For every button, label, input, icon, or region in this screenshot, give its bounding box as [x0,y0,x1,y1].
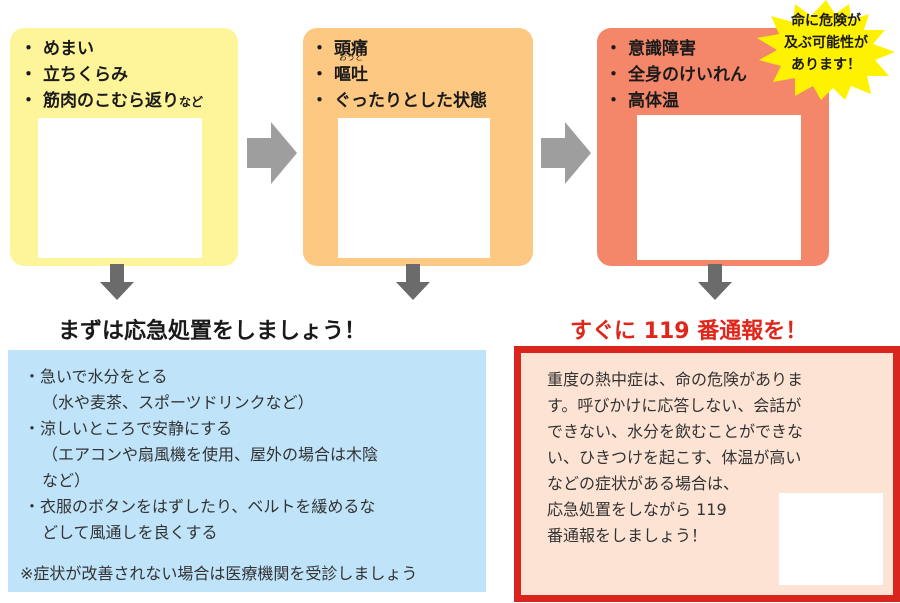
starburst-icon [757,0,895,100]
right-arrow-icon [247,122,297,184]
stage-1-illustration [38,118,202,258]
stage-1-symptom-list: ・めまい ・立ちくらみ ・筋肉のこむら返りなど [20,36,203,115]
first-aid-subitem: （エアコンや扇風機を使用、屋外の場合は木陰 [42,445,379,464]
furigana: おうと [339,53,363,62]
first-aid-box: ・急いで水分をとる （水や麦茶、スポーツドリンクなど） ・涼しいところで安静にす… [8,350,486,592]
first-aid-item: ・衣服のボタンをはずしたり、ベルトを緩めるな [24,497,376,516]
danger-badge: 命に危険が 及ぶ可能性が あります！ [755,0,897,100]
stage-1-item: ・筋肉のこむら返りなど [20,91,204,111]
first-aid-list: ・急いで水分をとる （水や麦茶、スポーツドリンクなど） ・涼しいところで安静にす… [24,364,378,546]
stage-2-item: ・ぐったりとした状態 [311,91,487,111]
down-arrow-icon [698,264,732,300]
danger-badge-text: 命に危険が 及ぶ可能性が あります！ [784,13,868,73]
first-aid-subitem: など） [42,471,91,490]
stage-2-symptom-list: ・頭痛 ・おうと嘔吐 ・ぐったりとした状態 [311,36,487,114]
emergency-illustration [779,493,883,585]
stage-1-item: ・めまい [20,39,94,59]
stage-1-item: ・立ちくらみ [20,65,128,85]
right-arrow-icon [541,122,591,184]
stage-2-item: ・頭痛 [311,39,368,59]
stage-3-symptom-list: ・意識障害 ・全身のけいれん ・高体温 [605,36,747,114]
stage-2-box: ・頭痛 ・おうと嘔吐 ・ぐったりとした状態 [303,28,533,266]
stage-3-item: ・全身のけいれん [605,65,747,85]
first-aid-note: ※症状が改善されない場合は医療機関を受診しましょう [20,564,418,583]
first-aid-item: ・涼しいところで安静にする [24,419,233,438]
first-aid-subitem: どして風通しを良くする [42,523,218,542]
down-arrow-icon [100,264,134,300]
first-aid-heading: まずは応急処置をしましょう！ [58,319,367,344]
stage-3-item: ・高体温 [605,91,679,111]
first-aid-item: ・急いで水分をとる [24,367,168,386]
stage-1-box: ・めまい ・立ちくらみ ・筋肉のこむら返りなど [10,28,238,266]
stage-2-item: ・おうと嘔吐 [311,53,368,85]
first-aid-subitem: （水や麦茶、スポーツドリンクなど） [42,393,314,412]
stage-3-item: ・意識障害 [605,39,696,59]
emergency-box: 重度の熱中症は、命の危険がありま す。呼びかけに応答しない、会話が できない、水… [514,346,900,602]
down-arrow-icon [396,264,430,300]
emergency-text: 重度の熱中症は、命の危険がありま す。呼びかけに応答しない、会話が できない、水… [547,370,804,545]
stage-3-illustration [637,115,801,260]
emergency-heading: すぐに 119 番通報を！ [570,319,808,344]
stage-2-illustration [338,118,490,258]
